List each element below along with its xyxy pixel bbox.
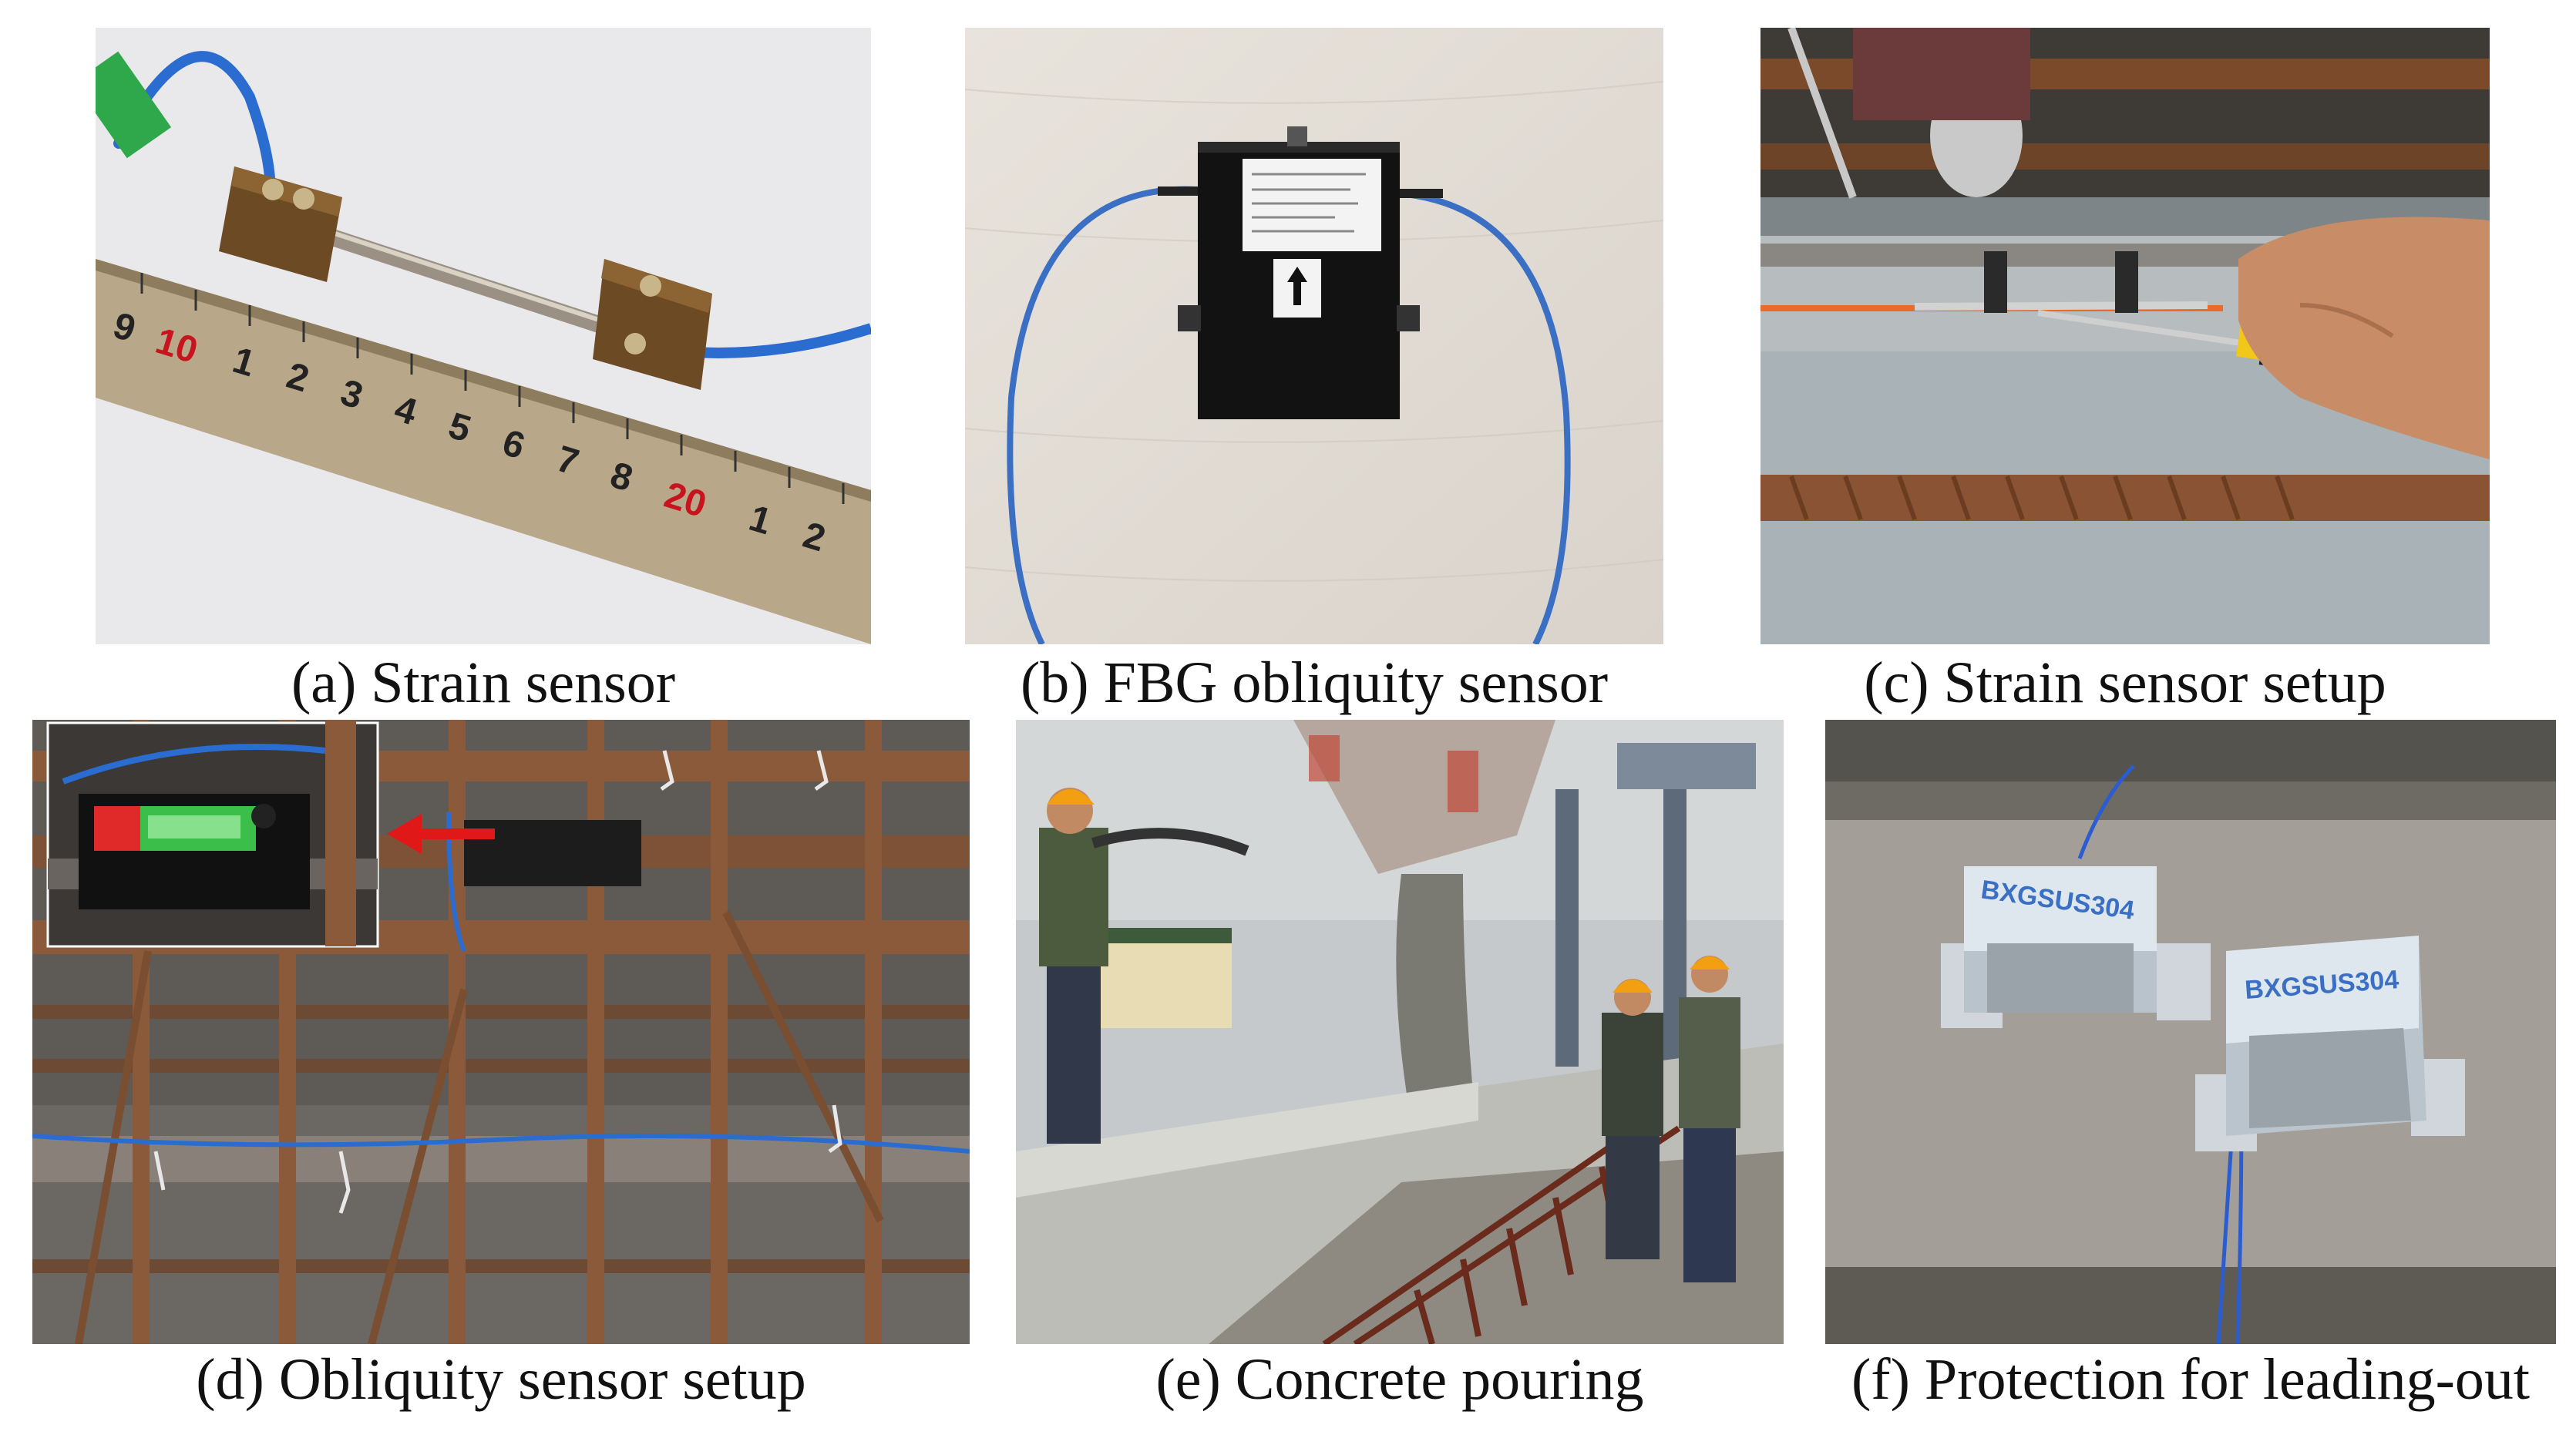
caption-strain-sensor-setup: (c) Strain sensor setup — [1864, 650, 2386, 715]
strain-setup-illustration — [1760, 28, 2490, 644]
photo-obliquity-sensor-setup — [32, 720, 970, 1344]
strain-sensor-illustration: 9 10 1 2 3 4 5 6 7 8 20 1 2 — [96, 28, 871, 644]
concrete-pouring-illustration — [1016, 720, 1784, 1344]
caption-fbg-obliquity-sensor: (b) FBG obliquity sensor — [1020, 650, 1609, 715]
obliquity-sensor-illustration — [965, 28, 1663, 644]
caption-concrete-pouring: (e) Concrete pouring — [1155, 1347, 1644, 1412]
photo-strain-sensor: 9 10 1 2 3 4 5 6 7 8 20 1 2 — [96, 28, 871, 644]
photo-protection-leading-out: BXGSUS304 BXGSUS304 — [1825, 720, 2556, 1344]
obliquity-setup-illustration — [32, 720, 970, 1344]
caption-protection-leading-out: (f) Protection for leading-out — [1851, 1347, 2531, 1412]
caption-obliquity-sensor-setup: (d) Obliquity sensor setup — [196, 1347, 806, 1412]
photo-concrete-pouring — [1016, 720, 1784, 1344]
protection-illustration: BXGSUS304 BXGSUS304 — [1825, 720, 2556, 1344]
photo-strain-sensor-setup — [1760, 28, 2490, 644]
photo-fbg-obliquity-sensor — [965, 28, 1663, 644]
caption-strain-sensor: (a) Strain sensor — [291, 650, 676, 715]
